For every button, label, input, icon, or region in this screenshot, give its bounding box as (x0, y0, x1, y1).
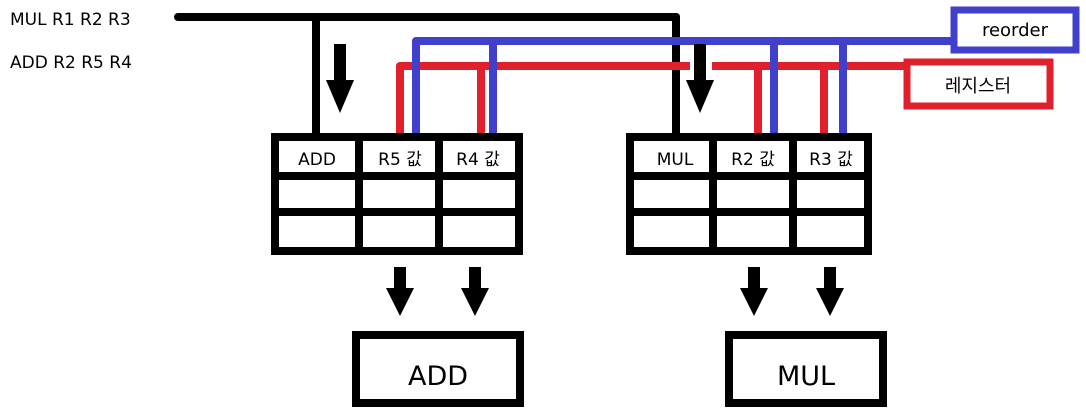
rs-mul-src1: R2 값 (731, 150, 775, 170)
rs-add-src2: R4 값 (456, 150, 500, 170)
functional-unit-add: ADD (352, 331, 524, 407)
rs-add-src1: R5 값 (378, 150, 422, 170)
reservation-station-mul: MUL R2 값 R3 값 (626, 133, 872, 255)
rs-mul-src2: R3 값 (809, 150, 853, 170)
issue-arrow-add (326, 44, 354, 113)
svg-text:레지스터: 레지스터 (945, 76, 1011, 97)
register-bus (396, 62, 912, 134)
instruction-1: MUL R1 R2 R3 (10, 10, 131, 30)
dispatch-arrows (386, 267, 844, 316)
instruction-2: ADD R2 R5 R4 (10, 53, 132, 73)
reorder-bus (412, 37, 955, 134)
register-legend: 레지스터 (903, 58, 1054, 110)
rs-mul-op: MUL (657, 150, 694, 170)
reorder-legend: reorder (950, 6, 1080, 54)
issue-arrow-mul (686, 44, 714, 113)
functional-unit-mul: MUL (725, 331, 887, 407)
reservation-station-add: ADD R5 값 R4 값 (271, 133, 523, 255)
svg-text:MUL: MUL (777, 361, 835, 392)
instruction-bus (174, 13, 680, 144)
svg-text:ADD: ADD (408, 361, 468, 392)
svg-text:reorder: reorder (982, 20, 1049, 41)
rs-add-op: ADD (298, 150, 336, 170)
